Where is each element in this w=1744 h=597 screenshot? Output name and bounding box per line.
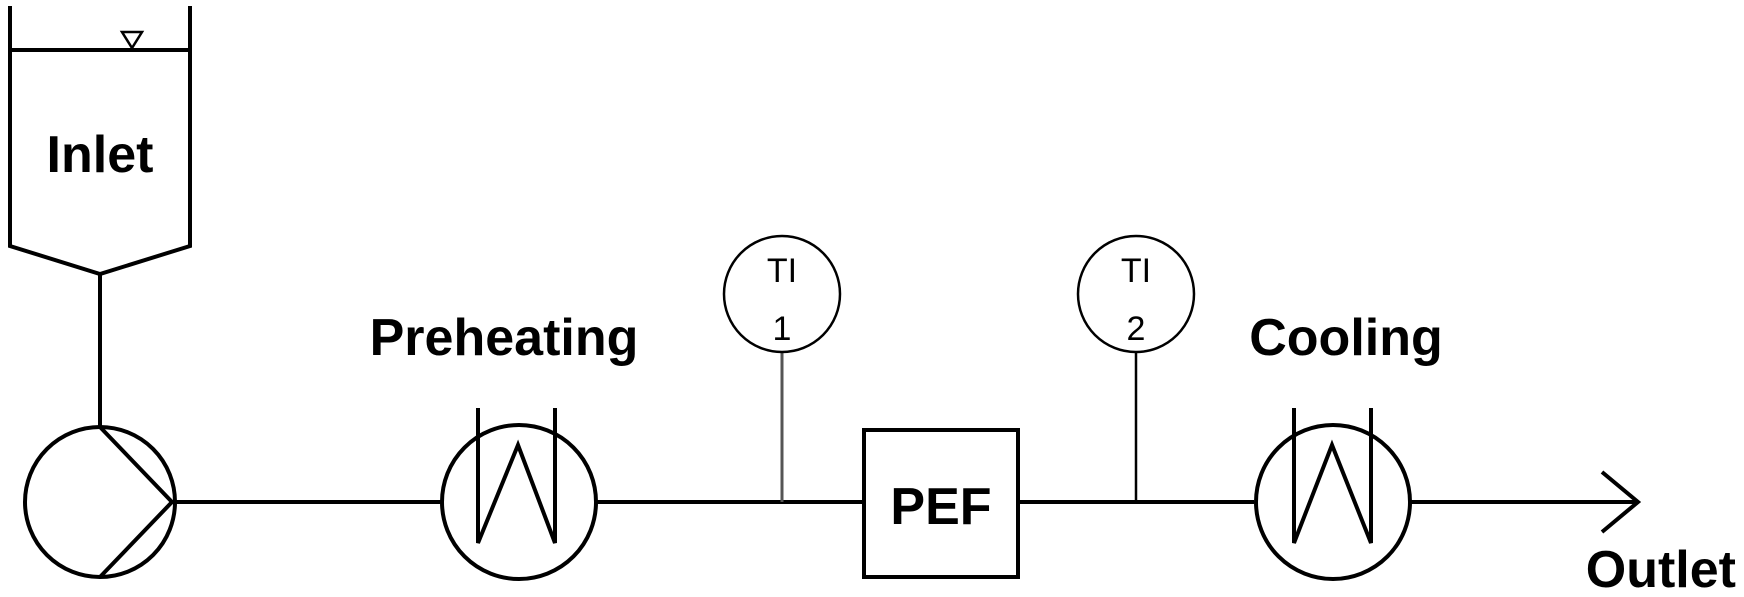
preheating-label: Preheating [370,309,639,367]
cooling-label: Cooling [1249,309,1443,367]
pump-icon [23,425,177,579]
inlet-label: Inlet [47,126,154,184]
ti2-number: 2 [1127,310,1146,348]
cooler-heat-exchanger-icon [1254,408,1412,581]
ti1-tag: TI [767,252,797,290]
temperature-indicator-2: TI 2 [1076,234,1196,354]
preheater-heat-exchanger-icon [440,408,598,581]
ti1-circle [722,234,842,354]
inlet-tank: Inlet [8,6,192,277]
ti1-number: 1 [773,310,792,348]
ti2-circle [1076,234,1196,354]
pef-box [862,428,1020,579]
pef-unit: PEF [862,428,1020,579]
level-indicator-icon [119,30,145,51]
ti2-tag: TI [1121,252,1151,290]
temperature-indicator-1: TI 1 [722,234,842,354]
pef-label: PEF [890,478,991,536]
outlet-arrow-icon [1600,470,1642,534]
outlet-label: Outlet [1586,541,1736,597]
